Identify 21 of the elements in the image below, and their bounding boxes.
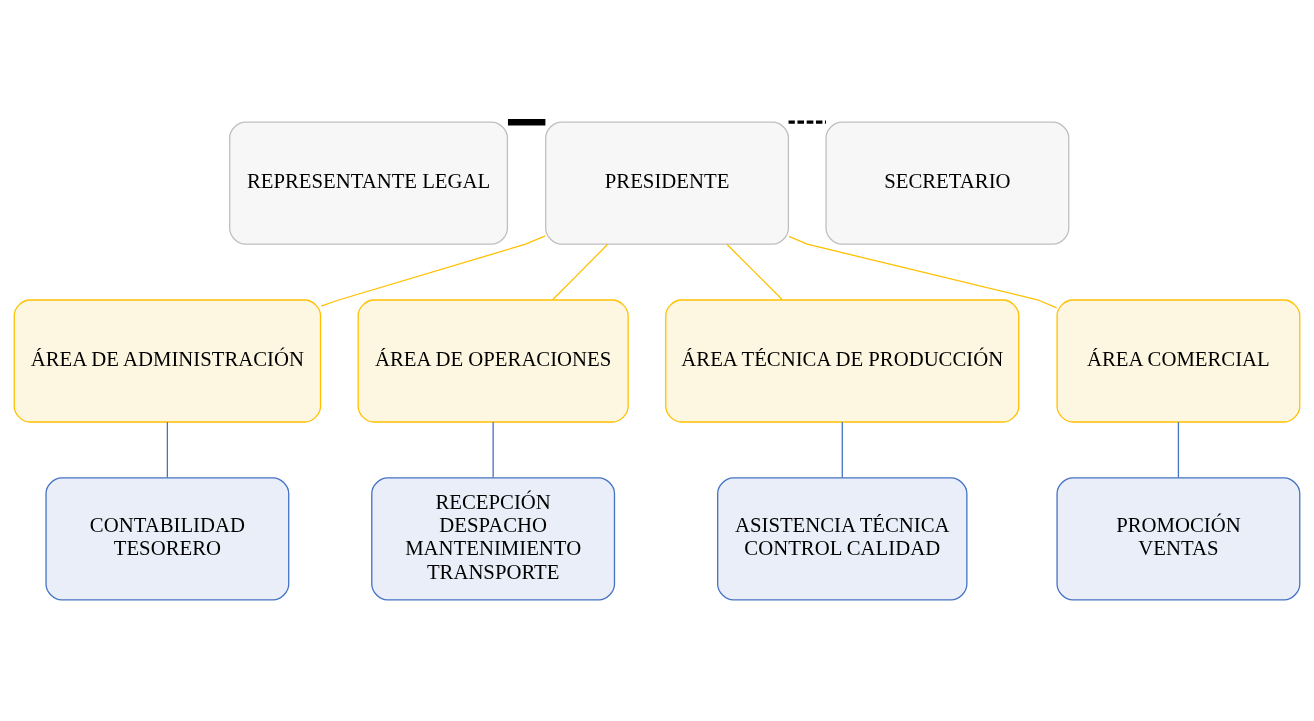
node-box: ÁREA DE OPERACIONES <box>357 298 629 423</box>
node-box: SECRETARIO <box>825 121 1070 245</box>
connector <box>320 234 546 307</box>
connector <box>552 243 609 300</box>
connector <box>841 420 843 478</box>
node-box: PROMOCIÓN VENTAS <box>1056 476 1301 600</box>
node-box: PRESIDENTE <box>545 121 790 245</box>
connector <box>1177 420 1180 478</box>
connector <box>726 243 783 300</box>
connector <box>492 420 494 478</box>
connector <box>788 120 826 124</box>
connector <box>788 235 1058 308</box>
connector <box>166 420 169 478</box>
node-box: ASISTENCIA TÉCNICA CONTROL CALIDAD <box>717 476 968 600</box>
connector <box>507 118 546 125</box>
node-box: ÁREA TÉCNICA DE PRODUCCIÓN <box>665 298 1020 423</box>
node-box: ÁREA DE ADMINISTRACIÓN <box>13 298 322 423</box>
node-box: CONTABILIDAD TESORERO <box>45 476 290 600</box>
node-box: RECEPCIÓN DESPACHO MANTENIMIENTO TRANSPORTE <box>371 476 616 600</box>
node-box: REPRESENTANTE LEGAL <box>229 121 509 245</box>
node-box: ÁREA COMERCIAL <box>1056 298 1301 423</box>
